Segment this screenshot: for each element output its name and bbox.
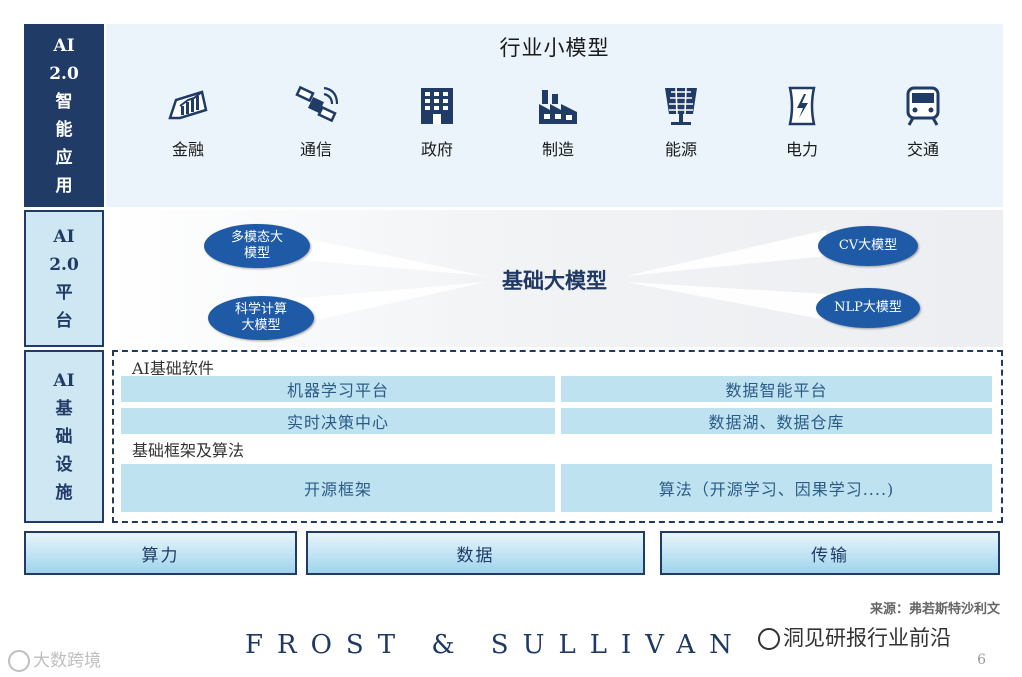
oval-multimodal-model: 多模态大 模型: [204, 224, 310, 268]
industry-label-transport: 交通: [906, 140, 939, 159]
bar-ml-platform: 机器学习平台: [120, 375, 556, 403]
oval-nlp-model: NLP大模型: [816, 288, 920, 328]
industry-models-title: 行业小模型: [499, 36, 610, 60]
industry-item-manufacturing: 制造: [518, 84, 598, 160]
oval-nlp-model-text: NLP大模型: [834, 300, 902, 315]
ai-software-title: AI基础软件: [132, 359, 214, 378]
industry-item-telecom: 通信: [276, 84, 356, 160]
base-transmission: 传输: [660, 531, 1000, 575]
source-note: 来源：弗若斯特沙利文: [869, 602, 1000, 617]
side-label-ai-apps: AI 2.0 智 能 应 用: [24, 24, 104, 207]
industry-item-government: 政府: [397, 84, 477, 160]
industry-label-government: 政府: [420, 140, 453, 159]
framework-algorithm-title: 基础框架及算法: [132, 441, 245, 460]
side-label-ai-infra-text: AI 基 础 设 施: [53, 370, 75, 503]
oval-scientific-computing-model-text: 科学计算 大模型: [234, 302, 287, 333]
power-icon: [788, 86, 816, 126]
industry-label-telecom: 通信: [299, 140, 332, 159]
finance-chart-icon: [168, 90, 208, 120]
watermark-left-text: 大数跨境: [33, 651, 101, 671]
side-label-ai-infra: AI 基 础 设 施: [24, 350, 104, 523]
frost-sullivan-logo: FROST & SULLIVAN: [245, 630, 746, 660]
bar-data-intelligence-platform: 数据智能平台: [560, 375, 993, 403]
foundation-model-title: 基础大模型: [502, 268, 607, 293]
foundation-models-panel: 多模态大 模型 科学计算 大模型 CV大模型 NLP大模型 基础大模型: [106, 210, 1003, 347]
watermark-left: 大数跨境: [8, 646, 101, 672]
side-label-ai-apps-text: AI 2.0 智 能 应 用: [49, 35, 79, 196]
page-number: 6: [977, 652, 986, 668]
train-icon: [906, 86, 940, 126]
oval-scientific-computing-model: 科学计算 大模型: [208, 296, 314, 340]
industry-label-power: 电力: [785, 140, 818, 159]
industry-item-finance: 金融: [148, 84, 228, 160]
industry-label-finance: 金融: [171, 140, 204, 159]
industry-item-energy: 能源: [641, 84, 721, 160]
foundation-rays: [256, 228, 826, 328]
bar-realtime-decision-center: 实时决策中心: [120, 407, 556, 435]
watermark-right-text: 洞见研报行业前沿: [783, 626, 951, 650]
industry-item-transport: 交通: [883, 84, 963, 160]
infrastructure-panel: AI基础软件 机器学习平台 数据智能平台 实时决策中心 数据湖、数据仓库 基础框…: [112, 350, 1003, 523]
side-label-ai-platform: AI 2.0 平 台: [24, 210, 104, 347]
factory-icon: [539, 90, 577, 124]
industry-label-manufacturing: 制造: [541, 140, 574, 159]
satellite-icon: [295, 85, 338, 123]
bar-data-lake-warehouse: 数据湖、数据仓库: [560, 407, 993, 435]
watermark-right: 洞见研报行业前沿: [758, 622, 951, 652]
industry-label-energy: 能源: [664, 140, 697, 159]
industry-icons-row: 金融 通信 政府: [134, 84, 994, 184]
solar-panel-icon: [665, 87, 697, 125]
bar-algorithms: 算法（开源学习、因果学习....): [560, 463, 993, 513]
oval-multimodal-model-text: 多模态大 模型: [230, 230, 283, 261]
base-compute: 算力: [24, 531, 297, 575]
side-label-ai-platform-text: AI 2.0 平 台: [49, 226, 79, 331]
base-data: 数据: [306, 531, 645, 575]
industry-models-panel: 行业小模型 金融 通信: [106, 24, 1003, 207]
oval-cv-model: CV大模型: [818, 226, 918, 266]
industry-item-power: 电力: [762, 84, 842, 160]
watermark-logo-icon: [8, 650, 30, 672]
oval-cv-model-text: CV大模型: [838, 238, 898, 253]
government-building-icon: [421, 88, 453, 124]
bar-open-source-framework: 开源框架: [120, 463, 556, 513]
wechat-icon: [758, 628, 780, 650]
